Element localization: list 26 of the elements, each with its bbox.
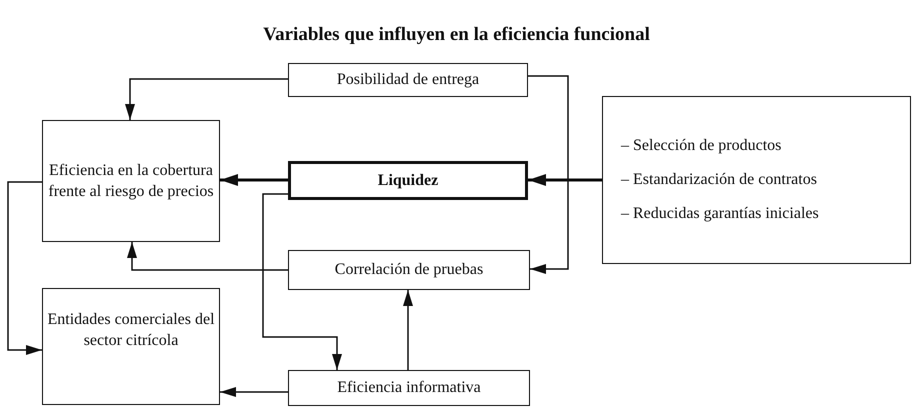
box-label: Entidades comerciales del sector citrícola (46, 310, 216, 351)
arrow (528, 75, 569, 274)
process-box (288, 250, 530, 290)
arrow (125, 78, 288, 120)
arrow (262, 193, 342, 370)
arrow (7, 181, 42, 355)
arrow (220, 174, 288, 186)
arrow (220, 387, 288, 397)
process-box (42, 120, 220, 242)
list-item: – Estandarización de contratos (621, 170, 817, 190)
box-label: Correlación de pruebas (334, 260, 484, 280)
list-item: – Selección de productos (621, 136, 782, 156)
process-box (288, 63, 528, 97)
diagram-title: Variables que influyen en la eficiencia funcional (262, 24, 651, 46)
box-label: Liquidez (378, 170, 438, 190)
box-label: Eficiencia informativa (337, 378, 481, 398)
arrow (528, 174, 602, 186)
process-box (288, 161, 528, 200)
arrow (403, 290, 413, 370)
box-label: Posibilidad de entrega (336, 70, 480, 90)
list-item: – Reducidas garantías iniciales (621, 204, 819, 224)
process-box (42, 288, 220, 405)
arrow (127, 242, 288, 271)
box-label: Eficiencia en la cobertura frente al riesgo de precios (47, 161, 215, 202)
process-box (602, 96, 911, 264)
process-box (288, 370, 530, 406)
